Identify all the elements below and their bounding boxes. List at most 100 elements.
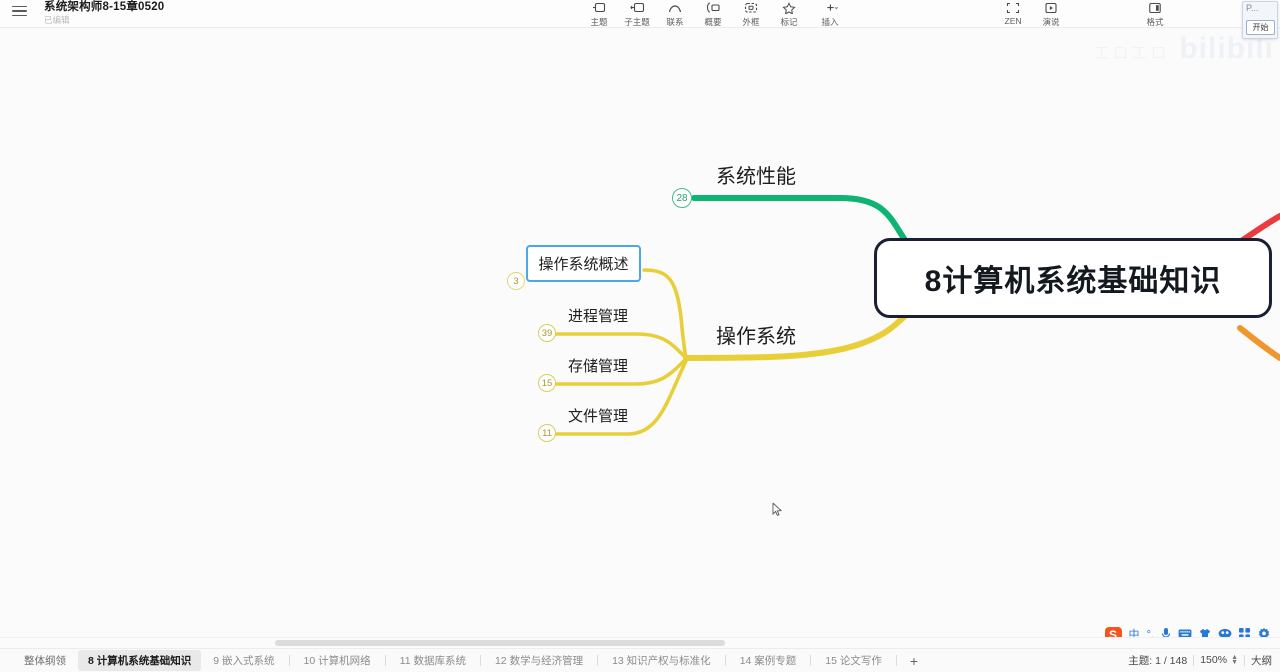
mindmap-node-os-overview-selected[interactable]: 操作系统概述 <box>526 245 641 282</box>
horizontal-scrollbar-track[interactable] <box>0 637 1280 648</box>
sheet-tab-bar: 整体纲领 8 计算机系统基础知识 9 嵌入式系统 10 计算机网络 11 数据库… <box>0 648 1280 672</box>
document-title[interactable]: 系统架构师8-15章0520 <box>44 1 165 13</box>
root-node-label: 8计算机系统基础知识 <box>924 265 1222 298</box>
watermark-sub-text: 工口工口 <box>1093 45 1170 62</box>
mindmap-edges <box>554 195 1280 436</box>
toolbar-label: 联系 <box>666 17 684 27</box>
hamburger-line <box>12 10 27 12</box>
status-zoom-level[interactable]: 150% <box>1200 654 1228 666</box>
tab-separator <box>384 655 386 666</box>
toolbar-button-relation[interactable]: 联系 <box>656 0 694 28</box>
edge-green-system-performance <box>691 195 908 243</box>
mindmap-canvas[interactable]: 工口工口 bilibili 8计算机系统基础知识 系统性能 28 <box>0 28 1280 636</box>
zen-icon <box>1005 1 1021 15</box>
topic-icon <box>591 1 607 15</box>
document-save-status: 已编辑 <box>44 15 70 25</box>
emoji-icon[interactable] <box>1218 628 1232 642</box>
toolbar-button-boundary[interactable]: 外框 <box>732 0 770 28</box>
toolbar-label: 子主题 <box>624 17 650 27</box>
edge-orange-right-branch <box>1237 325 1280 361</box>
toolbar-button-insert[interactable]: 插入 <box>808 0 852 28</box>
toolbar-button-marker[interactable]: 标记 <box>770 0 808 28</box>
toolbar-label: 演说 <box>1042 17 1060 27</box>
tab-separator <box>810 655 812 666</box>
mindmap-node-os-overview-label: 操作系统概述 <box>538 256 629 273</box>
settings-gear-icon[interactable] <box>1258 627 1270 643</box>
status-separator <box>1244 654 1245 666</box>
marker-icon <box>781 1 797 15</box>
mindmap-node-storage-management[interactable]: 存储管理 <box>568 358 629 375</box>
sheet-tab-network[interactable]: 10 计算机网络 <box>303 655 371 667</box>
sheet-tab-active[interactable]: 8 计算机系统基础知识 <box>78 650 202 671</box>
toolbar-right-group: ZEN 演说 <box>994 0 1070 28</box>
toolbar-label: 主题 <box>590 17 608 27</box>
badge-count-system-performance[interactable]: 28 <box>672 188 692 208</box>
hamburger-line <box>12 5 27 8</box>
badge-count-storage-management[interactable]: 15 <box>538 374 556 392</box>
tab-separator <box>479 655 481 666</box>
subtopic-icon <box>629 1 645 15</box>
floating-widget-start-button[interactable]: 开始 <box>1246 20 1275 35</box>
mindmap-node-operating-system[interactable]: 操作系统 <box>716 326 796 348</box>
ime-punctuation-toggle[interactable]: °, <box>1146 628 1154 641</box>
toolbar-button-zen[interactable]: ZEN <box>994 0 1032 26</box>
sheet-tab-thesis[interactable]: 15 论文写作 <box>825 655 882 667</box>
toolbar-label: 格式 <box>1146 17 1164 27</box>
badge-count-os-overview[interactable]: 3 <box>507 272 525 290</box>
toolbar-button-presentation[interactable]: 演说 <box>1032 0 1070 28</box>
sheet-tab-embedded[interactable]: 9 嵌入式系统 <box>213 655 275 667</box>
floating-recorder-widget[interactable]: P... 开始 <box>1242 1 1278 39</box>
top-toolbar: 系统架构师8-15章0520 已编辑 主题 子主题 联系 <box>0 0 1280 28</box>
status-view-mode[interactable]: 大纲 <box>1251 654 1272 667</box>
horizontal-scrollbar-thumb[interactable] <box>275 640 725 646</box>
skin-icon[interactable] <box>1199 628 1211 643</box>
mindmap-node-process-management[interactable]: 进程管理 <box>568 308 629 325</box>
format-icon <box>1147 1 1163 15</box>
toolbar-label: 标记 <box>780 17 798 27</box>
mindmap-root-node[interactable]: 8计算机系统基础知识 <box>874 238 1272 318</box>
toolbar-label: 插入 <box>821 17 839 27</box>
insert-icon <box>822 1 838 15</box>
toolbar-button-summary[interactable]: 概要 <box>694 0 732 28</box>
keyboard-icon[interactable] <box>1178 628 1192 642</box>
sheet-tab-ip-standard[interactable]: 13 知识产权与标准化 <box>612 655 711 667</box>
sheet-tab-case-study[interactable]: 14 案例专题 <box>739 655 797 667</box>
edge-yellow-process-management <box>554 332 688 360</box>
floating-widget-label: P... <box>1246 3 1259 13</box>
mindmap-node-file-management[interactable]: 文件管理 <box>568 408 629 425</box>
toolbar-label: 外框 <box>742 17 760 27</box>
toolbar-button-subtopic[interactable]: 子主题 <box>618 0 656 28</box>
mouse-cursor-icon <box>772 503 782 516</box>
edge-yellow-operating-system <box>683 313 908 361</box>
stepper-up-icon[interactable]: ▲ <box>1231 654 1238 661</box>
status-bar: 主题: 1 / 148 150% ▲ ▼ 大纲 <box>1128 648 1272 672</box>
add-sheet-button[interactable]: + <box>909 652 919 669</box>
toolbar-button-format[interactable]: 格式 <box>1136 0 1174 28</box>
badge-count-process-management[interactable]: 39 <box>538 324 556 342</box>
sheet-tab-math-econ[interactable]: 12 数学与经济管理 <box>494 655 584 667</box>
ime-language-toggle[interactable]: 中 <box>1128 628 1140 641</box>
toolbar-button-topic[interactable]: 主题 <box>580 0 618 28</box>
relation-icon <box>667 1 683 15</box>
menu-hamburger-icon[interactable] <box>12 2 30 20</box>
toolbar-label: 概要 <box>704 17 722 27</box>
stepper-down-icon[interactable]: ▼ <box>1231 659 1238 666</box>
hamburger-line <box>12 14 27 17</box>
presentation-icon <box>1043 1 1059 15</box>
tab-separator <box>597 655 599 666</box>
tab-separator <box>288 655 290 666</box>
toolbar-center-group: 主题 子主题 联系 概要 <box>580 0 852 28</box>
tab-separator <box>724 655 726 666</box>
edge-yellow-storage-management <box>554 357 688 386</box>
summary-icon <box>705 1 721 15</box>
toolbar-label: ZEN <box>1004 16 1022 26</box>
mindmap-node-system-performance[interactable]: 系统性能 <box>716 166 796 188</box>
sheet-tab-overview[interactable]: 整体纲领 <box>24 655 66 667</box>
zoom-stepper[interactable]: ▲ ▼ <box>1231 654 1238 666</box>
tab-separator <box>895 655 897 666</box>
edge-yellow-os-overview <box>642 268 688 360</box>
badge-count-file-management[interactable]: 11 <box>538 424 556 442</box>
sheet-tab-database[interactable]: 11 数据库系统 <box>399 655 466 667</box>
edge-yellow-file-management <box>554 359 688 436</box>
